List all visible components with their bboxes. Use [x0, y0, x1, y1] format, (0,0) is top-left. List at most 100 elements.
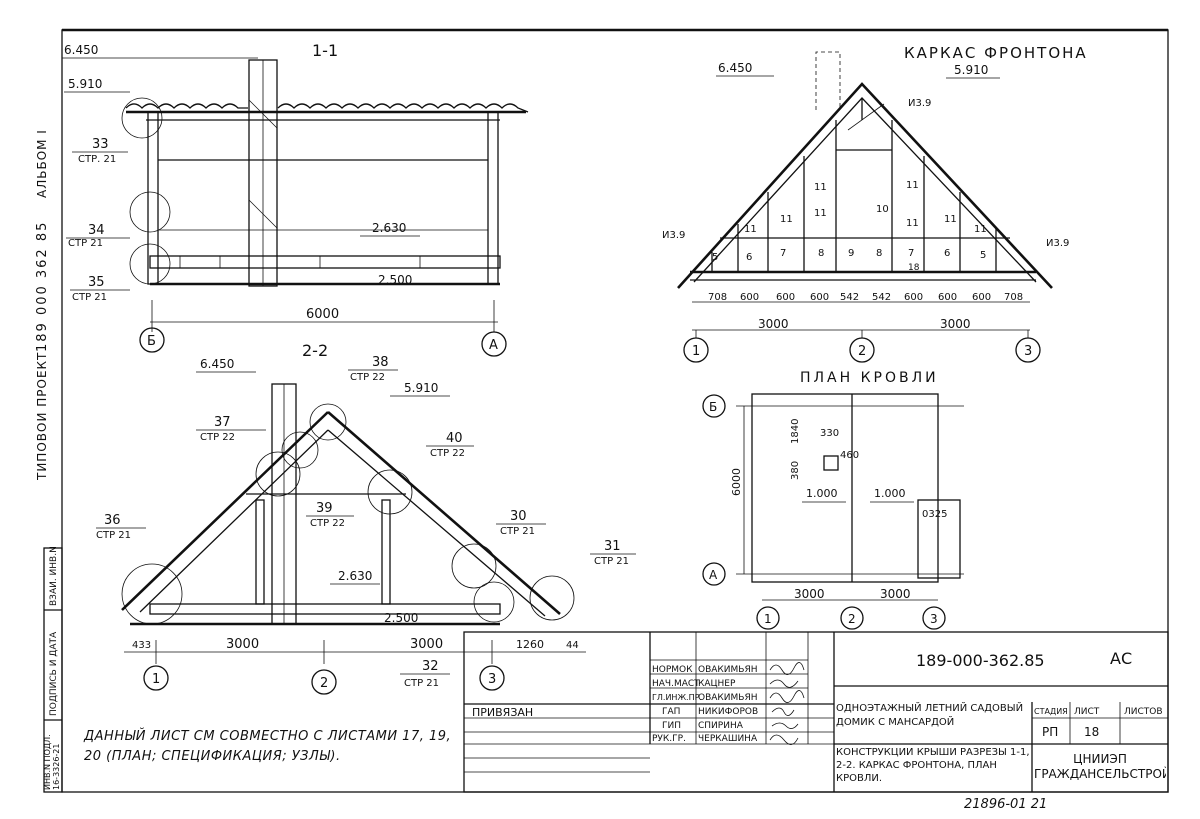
- section-2-2-callout-30-circle: [451, 543, 497, 589]
- gable-member-11-d: 11: [814, 208, 827, 219]
- section-2-2-callout-32-ref: СТР 21: [404, 678, 439, 689]
- section-2-2-axis-2-bubble: [311, 669, 337, 695]
- sheet-frame: [61, 29, 1169, 793]
- section-2-2-post-left: [255, 499, 265, 605]
- sig-role-6: РУК.ГР.: [652, 734, 686, 744]
- title-block: 189-000-362.85 АС ПРИВЯЗАН НОРМОК ОВАКИМ…: [463, 631, 1169, 812]
- side-label-code: 189 000 362 85: [35, 221, 50, 352]
- section-2-2-callout-36-circle: [121, 563, 183, 625]
- gable-frame-level-top: 6.450: [718, 61, 752, 75]
- section-2-2-level-eave: 5.910: [404, 381, 438, 395]
- section-2-2: 2-2 6.450 5.910 2.630 2.500 36 СТР 2: [96, 341, 636, 695]
- title-block-project-box: ОДНОЭТАЖНЫЙ ЛЕТНИЙ САДОВЫЙ ДОМИК С МАНСА…: [836, 703, 1024, 728]
- stamp-label-inv-number: 16-3326-21: [52, 744, 61, 791]
- sig-name-4: НИКИФОРОВ: [698, 707, 758, 717]
- title-block-code: 189-000-362.85: [916, 651, 1045, 670]
- section-2-2-rafter-left-inner: [139, 429, 329, 613]
- roof-plan-slope-left: 1.000: [806, 487, 838, 500]
- roof-plan-axis-1-bubble: [756, 606, 780, 630]
- section-1-1-callout-34-num: 34: [88, 223, 105, 238]
- roof-plan-axis-a-bubble: [702, 562, 726, 586]
- title-block-mark: АС: [1110, 649, 1132, 668]
- left-stamp-box: [43, 547, 63, 793]
- title-block-stage: РП: [1042, 725, 1058, 739]
- section-2-2-rafter-left-outer: [121, 411, 329, 611]
- section-2-2-callout-40-circle: [367, 469, 413, 515]
- section-2-2-level-floor1: 2.630: [338, 569, 372, 583]
- section-2-2-axis-2: 2: [320, 676, 328, 691]
- section-2-2-callout-37-circle: [255, 451, 301, 497]
- section-1-1-callout-35-circle: [129, 243, 171, 285]
- gable-dim-600-3: 600: [810, 292, 829, 303]
- section-2-2-callout-31-ref: СТР 21: [594, 556, 629, 567]
- title-block-org: ЦНИИЭП ГРАЖДАНСЕЛЬСТРОЙ: [1034, 752, 1166, 781]
- roof-plan-axis-b: Б: [709, 400, 717, 414]
- section-2-2-dim-3000-b: 3000: [410, 637, 443, 652]
- section-2-2-callout-30-num: 30: [510, 509, 527, 524]
- section-2-2-callout-31-circle: [529, 575, 575, 621]
- roof-plan-dormer: [917, 499, 961, 579]
- signature-scribble-4: [771, 707, 795, 716]
- section-2-2-callout-37-ref: СТР 22: [200, 432, 235, 443]
- section-2-2-rafter-right-outer: [327, 411, 561, 615]
- roof-plan-chimney: [823, 455, 839, 471]
- section-2-2-dim-433: 433: [132, 640, 151, 651]
- section-1-1-level-floor1: 2.630: [372, 221, 406, 235]
- section-2-2-callout-37-num: 37: [214, 415, 231, 430]
- stamp-label-signature: ПОДПИСЬ И ДАТА: [49, 631, 59, 716]
- roof-plan-dim-1840: 1840: [790, 419, 801, 444]
- section-1-1-column-right: [487, 111, 499, 285]
- title-block-sheet-header: ЛИСТ: [1074, 707, 1100, 717]
- gable-member-6-left: 6: [746, 252, 752, 263]
- gable-member-5-left: 5: [712, 252, 718, 263]
- section-2-2-callout-30-ref: СТР 21: [500, 526, 535, 537]
- section-1-1-chimney-hatch-b: [248, 199, 278, 229]
- section-2-2-level-top: 6.450: [200, 357, 234, 371]
- gable-member-11-f: 11: [944, 214, 957, 225]
- section-1-1-dim-total: 6000: [306, 307, 339, 322]
- sig-role-1: НОРМОК: [652, 665, 693, 675]
- roof-plan-dim-3000-left: 3000: [794, 587, 825, 601]
- roof-plan-dim-330: 330: [820, 428, 839, 439]
- gable-dim-600-5: 600: [938, 292, 957, 303]
- sig-name-1: ОВАКИМЬЯН: [698, 665, 758, 675]
- section-2-2-callout-31-num: 31: [604, 539, 621, 554]
- sheet-note: ДАННЫЙ ЛИСТ СМ СОВМЕСТНО С ЛИСТАМИ 17, 1…: [84, 729, 452, 764]
- section-2-2-callout-38-num: 38: [372, 355, 389, 370]
- sig-role-5: ГИП: [662, 721, 681, 731]
- gable-frame: КАРКАС ФРОНТОНА 6.450 5.910 5 6 7 8 9 8 …: [662, 44, 1088, 363]
- section-2-2-title: 2-2: [302, 341, 328, 360]
- section-2-2-callout-39-ref: СТР 22: [310, 518, 345, 529]
- title-block-drawing-title-box: КОНСТРУКЦИИ КРЫШИ РАЗРЕЗЫ 1-1, 2-2. КАРК…: [836, 747, 1030, 784]
- section-2-2-callout-32-num: 32: [422, 659, 439, 674]
- sig-name-5: СПИРИНА: [698, 721, 744, 731]
- sig-role-3: ГЛ.ИНЖ.ПР.: [652, 693, 702, 702]
- gable-member-6-right: 6: [944, 248, 950, 259]
- section-2-2-callout-36-ref: СТР 21: [96, 530, 131, 541]
- gable-mark-right: И3.9: [1046, 238, 1069, 249]
- gable-frame-title: КАРКАС ФРОНТОНА: [904, 44, 1088, 62]
- section-2-2-callout-38-circle: [309, 403, 347, 441]
- title-block-frame: [463, 631, 1169, 793]
- section-2-2-axis-3-bubble: [479, 665, 505, 691]
- section-1-1-axis-right: А: [489, 338, 498, 353]
- roof-plan-dim-3000-right: 3000: [880, 587, 911, 601]
- gable-dim-542-left: 542: [840, 292, 859, 303]
- gable-dim-3000-right: 3000: [940, 317, 971, 331]
- section-1-1-title: 1-1: [312, 41, 338, 60]
- section-2-2-dim-1260: 1260: [516, 638, 544, 651]
- section-2-2-post-right: [381, 499, 391, 605]
- title-block-project: ОДНОЭТАЖНЫЙ ЛЕТНИЙ САДОВЫЙ ДОМИК С МАНСА…: [836, 703, 1024, 728]
- left-stamp: ВЗАИ. ИНВ.N ПОДПИСЬ И ДАТА ИНВ.N ПОДЛ. 1…: [43, 546, 63, 793]
- section-1-1-axis-left-bubble: [139, 327, 165, 353]
- gable-frame-outer-roof: [677, 82, 1053, 289]
- title-block-drawing-title: КОНСТРУКЦИИ КРЫШИ РАЗРЕЗЫ 1-1, 2-2. КАРК…: [836, 747, 1030, 784]
- title-block-footer: 21896-01 21: [964, 797, 1047, 812]
- gable-dim-600-2: 600: [776, 292, 795, 303]
- section-2-2-callout-36-num: 36: [104, 513, 121, 528]
- section-1-1-floor: [149, 255, 501, 269]
- gable-frame-chimney-outline: [815, 51, 841, 110]
- gable-dim-3000-left: 3000: [758, 317, 789, 331]
- section-2-2-axis-1-bubble: [143, 665, 169, 691]
